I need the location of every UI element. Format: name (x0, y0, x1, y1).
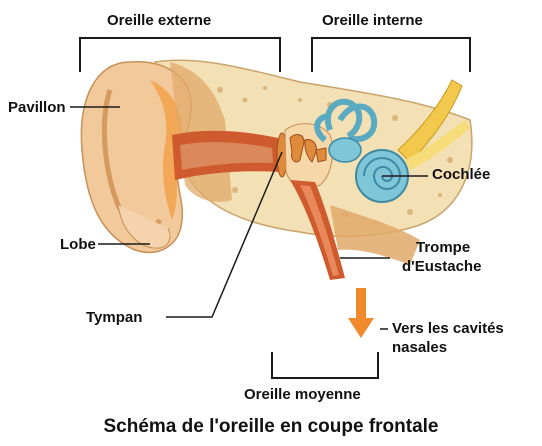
middle-ear-bracket (272, 352, 378, 378)
vestibule (329, 138, 361, 162)
middle-ear-label: Oreille moyenne (244, 386, 361, 403)
inner-ear-bracket (312, 38, 470, 72)
diagram-title: Schéma de l'oreille en coupe frontale (0, 416, 542, 438)
eardrum-label: Tympan (86, 309, 142, 326)
inner-ear-label: Oreille interne (322, 12, 423, 29)
pinna-label: Pavillon (8, 99, 66, 116)
eustachian-label-line2: d'Eustache (402, 258, 481, 275)
cochlea-label: Cochlée (432, 166, 490, 183)
nasal-label-line2: nasales (392, 339, 447, 356)
lobe-label: Lobe (60, 236, 96, 253)
nasal-label-line1: Vers les cavités (392, 320, 504, 337)
nasal-arrow (348, 288, 374, 338)
outer-ear-label: Oreille externe (107, 12, 211, 29)
eustachian-label-line1: Trompe (416, 239, 470, 256)
